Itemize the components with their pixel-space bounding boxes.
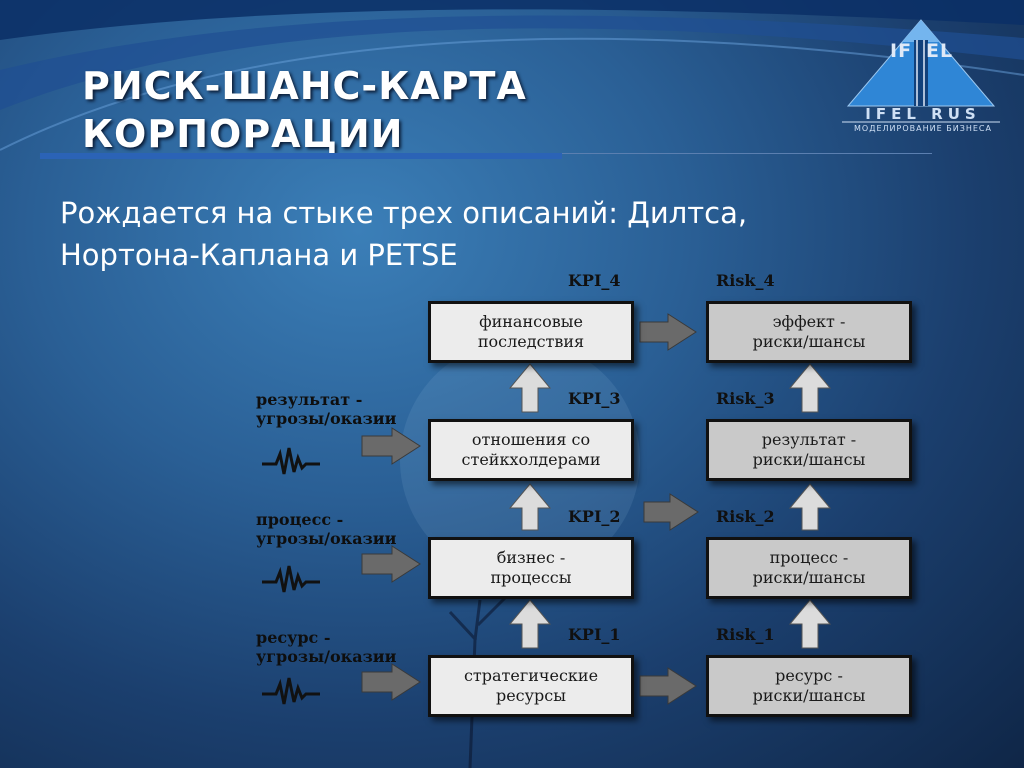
arrow-in-threat-2 xyxy=(361,545,421,583)
kpi-label-4: KPI_4 xyxy=(568,271,621,290)
kpi-label-3: KPI_3 xyxy=(568,389,621,408)
logo-tagline: МОДЕЛИРОВАНИЕ БИЗНЕСА xyxy=(854,124,992,133)
logo-if-text: IF xyxy=(890,40,913,62)
risk-box-3-line1: результат - xyxy=(761,430,857,449)
arrow-up-kpi-3 xyxy=(508,483,552,531)
arrow-right-level-1 xyxy=(639,667,697,705)
risk-box-3-line2: риски/шансы xyxy=(752,450,866,469)
subtitle-line2: Нортона-Каплана и PETSE xyxy=(60,238,458,272)
risk-box-4-line1: эффект - xyxy=(772,312,846,331)
threat-label-3-line1: результат - xyxy=(256,390,363,409)
slide-title-line1: РИСК-ШАНС-КАРТА xyxy=(82,64,527,108)
arrow-in-threat-1 xyxy=(361,663,421,701)
wave-icon-1 xyxy=(262,447,320,475)
threat-label-3-line2: угрозы/оказии xyxy=(256,409,397,428)
risk-box-4: эффект -риски/шансы xyxy=(706,301,912,363)
risk-box-1-line2: риски/шансы xyxy=(752,686,866,705)
risk-box-1: ресурс -риски/шансы xyxy=(706,655,912,717)
arrow-right-level-2 xyxy=(643,493,699,531)
threat-label-2-line2: угрозы/оказии xyxy=(256,529,397,548)
risk-box-2-line2: риски/шансы xyxy=(752,568,866,587)
threat-label-1-line2: угрозы/оказии xyxy=(256,647,397,666)
wave-icon-3 xyxy=(262,677,320,705)
threat-label-2: процесс - угрозы/оказии xyxy=(256,510,397,548)
subtitle-line1: Рождается на стыке трех описаний: Дилтса… xyxy=(60,196,748,230)
risk-box-4-line2: риски/шансы xyxy=(752,332,866,351)
kpi-box-3-line1: отношения со xyxy=(471,430,591,449)
kpi-box-1-line1: стратегические xyxy=(463,666,599,685)
pyramid-logo-icon xyxy=(842,19,1000,123)
kpi-box-2-line2: процессы xyxy=(490,568,572,587)
arrow-up-risk-4 xyxy=(788,363,832,413)
risk-box-2: процесс -риски/шансы xyxy=(706,537,912,599)
risk-label-2: Risk_2 xyxy=(716,507,775,526)
threat-label-2-line1: процесс - xyxy=(256,510,344,529)
threat-label-1-line1: ресурс - xyxy=(256,628,331,647)
risk-label-1: Risk_1 xyxy=(716,625,775,644)
kpi-box-2: бизнес -процессы xyxy=(428,537,634,599)
slide-subtitle: Рождается на стыке трех описаний: Дилтса… xyxy=(60,192,940,276)
slide-title: РИСК-ШАНС-КАРТА КОРПОРАЦИИ xyxy=(82,62,527,158)
kpi-box-4-line1: финансовые xyxy=(479,312,583,331)
arrow-up-risk-3 xyxy=(788,483,832,531)
kpi-box-3-line2: стейкхолдерами xyxy=(461,450,601,469)
wave-icon-2 xyxy=(262,565,320,593)
threat-label-3: результат - угрозы/оказии xyxy=(256,390,397,428)
ifel-logo: IF EL IFEL RUS МОДЕЛИРОВАНИЕ БИЗНЕСА xyxy=(838,18,1004,140)
threat-label-1: ресурс - угрозы/оказии xyxy=(256,628,397,666)
logo-name: IFEL RUS xyxy=(865,105,981,123)
kpi-label-2: KPI_2 xyxy=(568,507,621,526)
kpi-label-1: KPI_1 xyxy=(568,625,621,644)
arrow-in-threat-3 xyxy=(361,427,421,465)
arrow-up-kpi-2 xyxy=(508,599,552,649)
title-underline-thin xyxy=(562,153,932,154)
title-underline xyxy=(40,153,562,159)
kpi-box-4-line2: последствия xyxy=(477,332,585,351)
logo-el-text: EL xyxy=(926,40,954,62)
kpi-box-2-line1: бизнес - xyxy=(496,548,566,567)
risk-box-1-line1: ресурс - xyxy=(775,666,843,685)
arrow-up-risk-2 xyxy=(788,599,832,649)
risk-box-2-line1: процесс - xyxy=(769,548,849,567)
arrow-right-level-4 xyxy=(639,313,697,351)
slide-title-line2: КОРПОРАЦИИ xyxy=(82,112,404,156)
arrow-up-kpi-4 xyxy=(508,363,552,413)
risk-label-4: Risk_4 xyxy=(716,271,775,290)
kpi-box-1-line2: ресурсы xyxy=(495,686,566,705)
risk-label-3: Risk_3 xyxy=(716,389,775,408)
risk-box-3: результат -риски/шансы xyxy=(706,419,912,481)
